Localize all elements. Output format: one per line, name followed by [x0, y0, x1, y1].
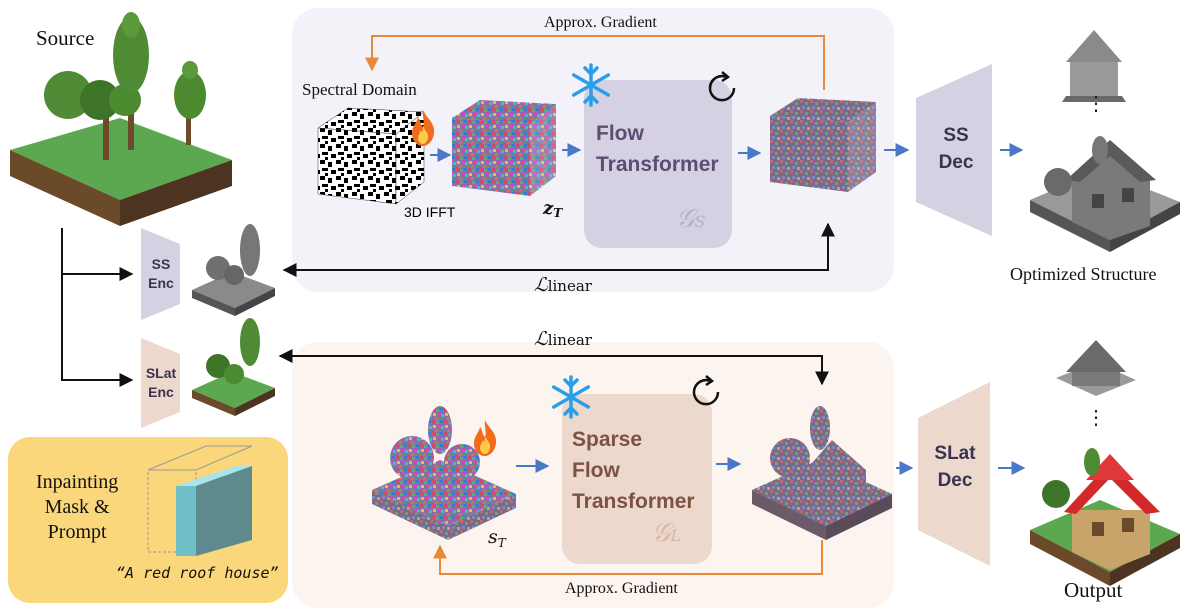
ss-decoder-label: SS Dec: [926, 122, 986, 176]
fire-icon: [412, 110, 435, 146]
ss-encoder-block: [141, 228, 180, 320]
flow-transformer-line2: Transformer: [596, 153, 719, 176]
sparse-flow-transformer-label: Sparse Flow Transformer: [572, 424, 695, 517]
zt-label: zT: [543, 198, 563, 220]
slat-decoder-label: SLat Dec: [922, 440, 988, 494]
encoded-structure-gray: [192, 224, 275, 316]
refresh-icon: [708, 71, 736, 102]
slat-enc-line1: SLat: [145, 365, 177, 381]
flow-transformer-line1: Flow: [596, 122, 644, 145]
st-label: sT: [488, 526, 506, 550]
ss-dec-line2: Dec: [938, 152, 974, 173]
slat-decoder-block: [918, 382, 990, 566]
linear-loss-bottom-label: ℒlinear: [534, 328, 592, 350]
linear-loss-top-label: ℒlinear: [534, 274, 592, 296]
source-label: Source: [36, 26, 95, 50]
noise-latent-cube-zt: [452, 100, 556, 196]
inpainting-line1: Inpainting: [36, 471, 119, 493]
slat-encoder-label: SLat Enc: [141, 364, 181, 402]
sparse-flow-line1: Sparse: [572, 428, 643, 451]
flow-transformer-block: [584, 80, 732, 248]
ss-dec-line1: SS: [943, 125, 969, 146]
inpainting-line2: Mask &: [44, 496, 110, 518]
vertical-dots-bottom: ⋮: [1086, 407, 1106, 429]
encoded-latent-green: [192, 318, 275, 416]
slat-dec-line1: SLat: [934, 443, 976, 464]
sparse-flow-transformer-block: [562, 394, 712, 564]
refresh-icon: [692, 375, 720, 406]
ss-enc-line1: SS: [151, 256, 171, 272]
inpainting-mask-cube: [147, 445, 253, 556]
candidate-output-top: [1056, 340, 1136, 396]
source-scene: [10, 12, 232, 226]
slat-enc-line2: Enc: [148, 384, 174, 400]
flow-transformer-symbol: 𝒢S: [676, 204, 706, 234]
sparse-latent-st: [372, 406, 516, 540]
optimized-sparse-latent: [752, 406, 892, 540]
text-prompt: “A red roof house”: [116, 564, 279, 582]
optimized-structure-label: Optimized Structure: [1010, 264, 1157, 284]
ss-decoder-block: [916, 64, 992, 236]
optimized-structure-house: [1030, 136, 1180, 252]
optimized-latent-cube: [770, 98, 876, 192]
vertical-dots-top: ⋮: [1086, 93, 1106, 115]
spectral-domain-label: Spectral Domain: [302, 80, 417, 99]
sparse-flow-line2: Flow: [572, 459, 620, 482]
ifft-label: 3D IFFT: [404, 204, 456, 220]
snowflake-icon: [571, 63, 611, 107]
slat-dec-line2: Dec: [937, 470, 973, 491]
inpainting-label: Inpainting Mask & Prompt: [36, 470, 118, 545]
slat-encoder-block: [141, 338, 180, 428]
inpainting-line3: Prompt: [47, 521, 107, 543]
approx-gradient-bottom-label: Approx. Gradient: [565, 580, 678, 597]
ss-encoder-label: SS Enc: [143, 255, 179, 293]
snowflake-icon: [551, 375, 591, 419]
approx-gradient-top-label: Approx. Gradient: [544, 14, 657, 31]
candidate-structure-top: [1062, 30, 1126, 102]
output-red-roof-house: [1030, 448, 1180, 586]
flow-transformer-label: Flow Transformer: [596, 118, 719, 180]
ss-enc-line2: Enc: [148, 275, 174, 291]
fire-icon: [474, 420, 497, 456]
spectral-domain-cube: [317, 107, 425, 205]
sparse-flow-symbol: 𝒢L: [652, 518, 682, 548]
sparse-flow-line3: Transformer: [572, 490, 695, 513]
output-label: Output: [1064, 578, 1123, 602]
